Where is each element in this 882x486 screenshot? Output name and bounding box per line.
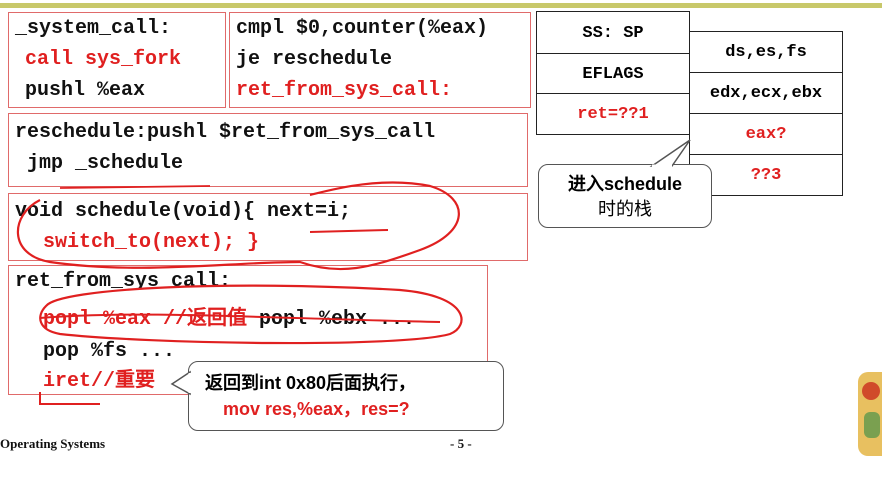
callout-iret: 返回到int 0x80后面执行， mov res,%eax，res=? — [188, 361, 504, 431]
code-line: void schedule(void){ next=i; — [15, 200, 352, 223]
code-box-cmpl: cmpl $0,counter(%eax) je reschedule ret_… — [229, 12, 531, 108]
code-line: pop %fs ... — [43, 340, 176, 363]
code-line: _system_call: — [15, 17, 172, 40]
code-line: pushl %eax — [25, 79, 146, 102]
callout-tail — [649, 139, 691, 167]
callout-line: mov res,%eax，res=? — [223, 399, 410, 419]
stack-cell: EFLAGS — [536, 53, 690, 95]
callout-schedule-stack: 进入schedule 时的栈 — [538, 164, 712, 228]
code-line: cmpl $0,counter(%eax) — [236, 17, 489, 40]
stack-cell: ret=??1 — [536, 93, 690, 135]
stack-cell: edx,ecx,ebx — [689, 72, 843, 114]
code-line: ret_from_sys_call: — [15, 270, 232, 293]
code-line: jmp _schedule — [15, 152, 184, 175]
callout-line: 时的栈 — [598, 199, 652, 219]
code-line: popl %eax //返回值 popl %ebx ... — [43, 308, 416, 331]
code-box-reschedule: reschedule:pushl $ret_from_sys_call jmp … — [8, 113, 528, 187]
stack-cell: eax? — [689, 113, 843, 155]
page-number: - 5 - — [450, 436, 472, 451]
stack-cell: ds,es,fs — [689, 31, 843, 73]
code-line: switch_to(next); } — [43, 231, 260, 254]
code-box-schedule: void schedule(void){ next=i; switch_to(n… — [8, 193, 528, 261]
stack-cell: SS: SP — [536, 11, 690, 55]
footer-left: Operating Systems — [0, 436, 106, 451]
logo-image — [858, 372, 882, 456]
stack-cell: ??3 — [689, 154, 843, 196]
code-line: reschedule:pushl $ret_from_sys_call — [15, 121, 436, 144]
code-line: je reschedule — [236, 48, 393, 71]
code-line: iret//重要 — [43, 370, 156, 393]
code-box-system-call: _system_call: call sys_fork pushl %eax — [8, 12, 226, 108]
code-line: ret_from_sys_call: — [236, 79, 453, 102]
code-line: call sys_fork — [25, 48, 182, 71]
callout-line: 返回到int 0x80后面执行， — [205, 373, 417, 393]
callout-line: 进入schedule — [567, 174, 683, 194]
top-rule — [0, 3, 882, 8]
